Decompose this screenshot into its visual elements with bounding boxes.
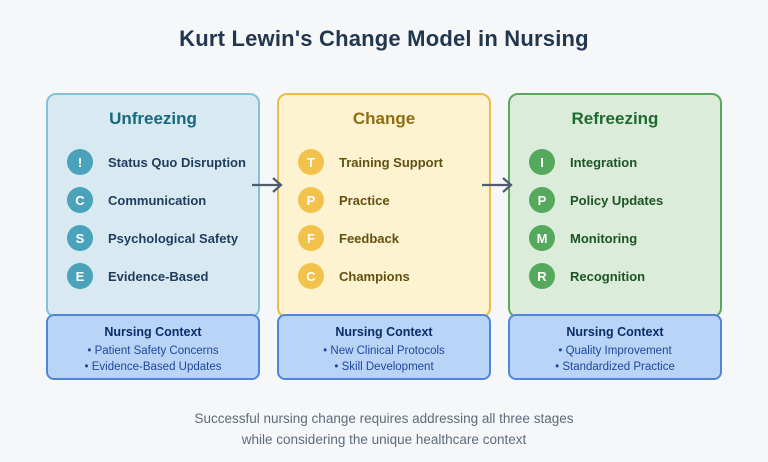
stage-refreezing-items: I Integration P Policy Updates M Monitor…: [510, 149, 720, 289]
context-bullet: Quality Improvement: [510, 343, 720, 359]
nursing-context-card: Nursing Context New Clinical Protocols S…: [277, 314, 491, 380]
stage-unfreezing-card: Unfreezing ! Status Quo Disruption C Com…: [46, 93, 260, 318]
list-item: ! Status Quo Disruption: [67, 149, 258, 175]
stage-unfreezing-items: ! Status Quo Disruption C Communication …: [48, 149, 258, 289]
page-title: Kurt Lewin's Change Model in Nursing: [179, 26, 589, 51]
nursing-context-card: Nursing Context Quality Improvement Stan…: [508, 314, 722, 380]
item-label: Recognition: [570, 268, 646, 284]
nursing-context-title: Nursing Context: [104, 325, 202, 339]
stage-refreezing-card: Refreezing I Integration P Policy Update…: [508, 93, 722, 318]
footer-line-1: Successful nursing change requires addre…: [194, 411, 574, 426]
item-label: Psychological Safety: [108, 230, 239, 246]
item-label: Communication: [108, 192, 207, 208]
letter-badge-icon: S: [67, 225, 93, 251]
context-bullet: New Clinical Protocols: [279, 343, 489, 359]
item-label: Champions: [339, 268, 410, 284]
letter-badge-icon: F: [298, 225, 324, 251]
exclamation-badge-icon: !: [67, 149, 93, 175]
stage-change-items: T Training Support P Practice F Feedback…: [279, 149, 489, 289]
list-item: I Integration: [529, 149, 720, 175]
context-bullet: Skill Development: [279, 359, 489, 375]
item-label: Status Quo Disruption: [108, 154, 246, 170]
list-item: T Training Support: [298, 149, 489, 175]
stage-change-card: Change T Training Support P Practice F F…: [277, 93, 491, 318]
stage-refreezing-title: Refreezing: [571, 109, 659, 128]
footer-caption: Successful nursing change requires addre…: [0, 408, 768, 450]
footer-line-2: while considering the unique healthcare …: [241, 432, 527, 447]
letter-badge-icon: P: [298, 187, 324, 213]
stages-row: Unfreezing ! Status Quo Disruption C Com…: [46, 93, 722, 380]
list-item: C Communication: [67, 187, 258, 213]
context-bullet: Standardized Practice: [510, 359, 720, 375]
list-item: R Recognition: [529, 263, 720, 289]
letter-badge-icon: I: [529, 149, 555, 175]
letter-badge-icon: T: [298, 149, 324, 175]
letter-badge-icon: C: [67, 187, 93, 213]
stage-unfreezing-title: Unfreezing: [109, 109, 197, 128]
stage-unfreezing: Unfreezing ! Status Quo Disruption C Com…: [46, 93, 260, 380]
stage-change-title: Change: [352, 109, 416, 128]
item-label: Training Support: [339, 154, 443, 170]
letter-badge-icon: E: [67, 263, 93, 289]
nursing-context-title: Nursing Context: [335, 325, 433, 339]
item-label: Monitoring: [570, 230, 638, 246]
context-bullet: Patient Safety Concerns: [48, 343, 258, 359]
item-label: Integration: [570, 154, 638, 170]
list-item: F Feedback: [298, 225, 489, 251]
list-item: M Monitoring: [529, 225, 720, 251]
list-item: E Evidence-Based: [67, 263, 258, 289]
item-label: Feedback: [339, 230, 399, 246]
right-arrow-icon: [482, 177, 513, 193]
list-item: S Psychological Safety: [67, 225, 258, 251]
item-label: Evidence-Based: [108, 268, 209, 284]
item-label: Policy Updates: [570, 192, 664, 208]
nursing-context-bullets: New Clinical Protocols Skill Development: [279, 343, 489, 375]
list-item: P Practice: [298, 187, 489, 213]
stage-refreezing: Refreezing I Integration P Policy Update…: [508, 93, 722, 380]
nursing-context-bullets: Patient Safety Concerns Evidence-Based U…: [48, 343, 258, 375]
letter-badge-icon: R: [529, 263, 555, 289]
nursing-context-title: Nursing Context: [566, 325, 664, 339]
context-bullet: Evidence-Based Updates: [48, 359, 258, 375]
nursing-context-card: Nursing Context Patient Safety Concerns …: [46, 314, 260, 380]
stage-change: Change T Training Support P Practice F F…: [277, 93, 491, 380]
list-item: P Policy Updates: [529, 187, 720, 213]
nursing-context-bullets: Quality Improvement Standardized Practic…: [510, 343, 720, 375]
letter-badge-icon: M: [529, 225, 555, 251]
item-label: Practice: [339, 192, 390, 208]
right-arrow-icon: [252, 177, 283, 193]
letter-badge-icon: P: [529, 187, 555, 213]
letter-badge-icon: C: [298, 263, 324, 289]
list-item: C Champions: [298, 263, 489, 289]
